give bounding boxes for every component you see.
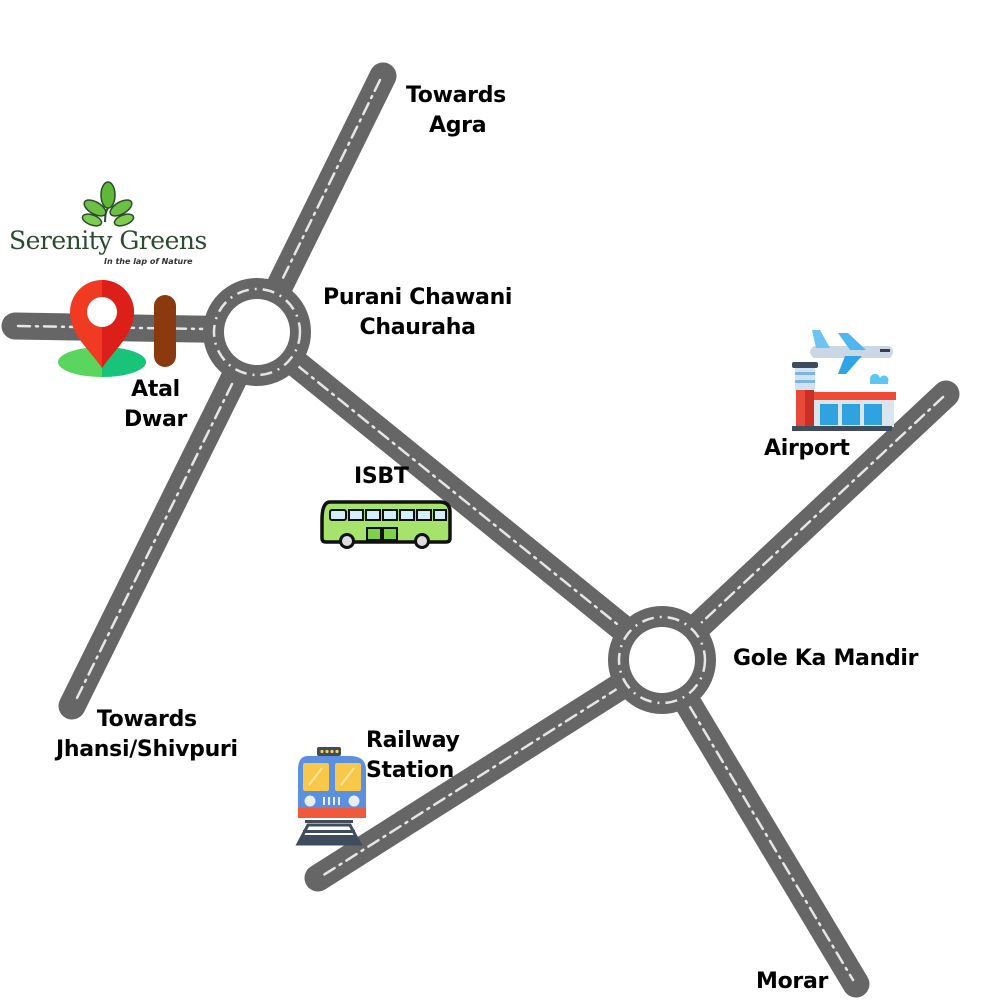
label-morar: Morar (756, 969, 829, 994)
road-base (1, 62, 960, 998)
brand-name: Serenity Greens (9, 226, 207, 255)
bus-icon (320, 500, 452, 549)
label-atal-dwar: Atal Dwar (124, 377, 188, 432)
label-railway-station: Railway Station (366, 728, 460, 783)
label-purani-chawani: Purani Chawani Chauraha (323, 285, 513, 340)
location-pin-icon (58, 280, 146, 377)
label-gole-ka-mandir: Gole Ka Mandir (733, 646, 919, 671)
roundabout-purani-chawani (203, 278, 311, 386)
brand-tagline: In the lap of Nature (104, 257, 193, 266)
airport-icon (792, 330, 896, 431)
road-markings (16, 78, 945, 982)
train-icon (295, 747, 366, 846)
roads (1, 62, 960, 998)
roundabout-gole-ka-mandir (608, 606, 716, 714)
label-airport: Airport (764, 436, 850, 461)
label-towards-agra: Towards Agra (406, 83, 506, 138)
label-towards-jhansi: Towards Jhansi/Shivpuri (56, 707, 238, 762)
label-isbt: ISBT (354, 464, 409, 489)
three-leaf-logo-icon (81, 181, 135, 227)
gate-icon (154, 295, 176, 367)
